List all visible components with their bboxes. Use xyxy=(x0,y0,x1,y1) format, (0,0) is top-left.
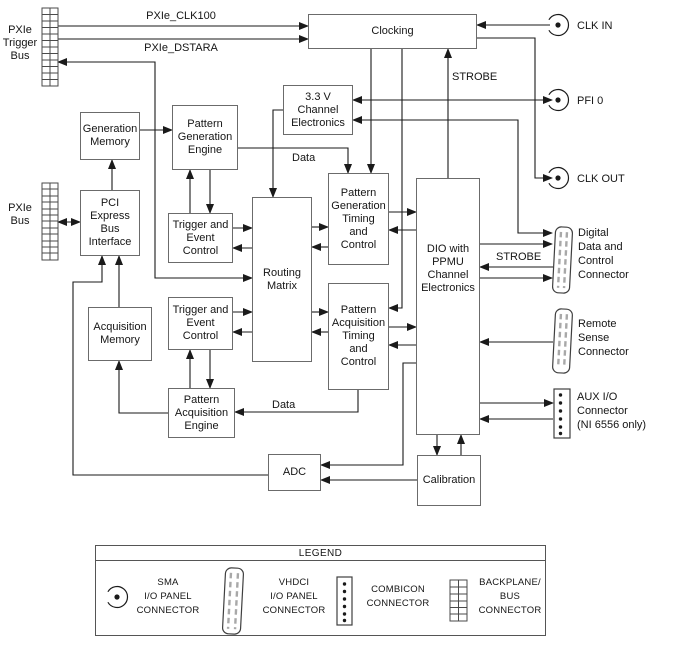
block-calibration: Calibration xyxy=(417,455,481,506)
clk-out-sma-icon xyxy=(548,166,570,190)
remote-sense-connector-label: Remote Sense Connector xyxy=(578,318,629,358)
block-acquisition-memory: Acquisition Memory xyxy=(88,307,152,361)
data-generation-label: Data xyxy=(292,152,316,164)
wire-gen-data xyxy=(238,147,352,174)
strobe-dio-label: STROBE xyxy=(496,251,542,263)
pfi-0-label: PFI 0 xyxy=(577,95,604,107)
legend-vhdci-label: VHDCI I/O PANEL CONNECTOR xyxy=(262,577,326,616)
pxie-bus-label: PXIe Bus xyxy=(8,202,32,227)
legend-sma-connector-icon xyxy=(107,585,129,609)
aux-io-connector-label: AUX I/O Connector (NI 6556 only) xyxy=(577,391,647,431)
strobe-clocking-label: STROBE xyxy=(452,71,498,83)
clk-in-sma-icon xyxy=(548,13,570,37)
signal-lines xyxy=(57,21,554,484)
block-clocking: Clocking xyxy=(308,14,477,49)
legend-backplane-label: BACKPLANE/ BUS CONNECTOR xyxy=(478,577,542,616)
block-pattern-acquisition-engine: Pattern Acquisition Engine xyxy=(168,388,235,438)
legend-title: LEGEND xyxy=(96,546,545,561)
block-trigger-event-control-acq: Trigger and Event Control xyxy=(168,297,233,350)
block-pattern-acquisition-timing: Pattern Acquisition Timing and Control xyxy=(328,283,389,390)
digital-data-vhdci-icon xyxy=(551,226,574,294)
wire-clocking-to-patc xyxy=(388,49,403,312)
wire-acq-data xyxy=(234,390,359,416)
legend-combicon-connector-icon xyxy=(336,576,353,626)
wire-dio-to-adc xyxy=(320,362,416,469)
wire-v33-ddc xyxy=(352,116,553,237)
wire-routing-to-trigger-bus xyxy=(57,58,253,282)
block-trigger-event-control-gen: Trigger and Event Control xyxy=(168,213,233,263)
digital-data-connector-label: Digital Data and Control Connector xyxy=(578,227,629,281)
wire-clk-out xyxy=(477,37,553,182)
pxie-clk100-label: PXIe_CLK100 xyxy=(146,10,216,22)
block-adc: ADC xyxy=(268,454,321,491)
block-dio-ppmu-channel-electronics: DIO with PPMU Channel Electronics xyxy=(416,178,480,435)
clk-out-label: CLK OUT xyxy=(577,173,625,185)
block-3-3v-channel-electronics: 3.3 V Channel Electronics xyxy=(283,85,353,135)
clk-in-label: CLK IN xyxy=(577,20,613,32)
legend-sma-label: SMA I/O PANEL CONNECTOR xyxy=(136,577,200,616)
block-pattern-generation-engine: Pattern Generation Engine xyxy=(172,105,238,170)
legend-vhdci-connector-icon xyxy=(221,567,245,635)
pxie-trigger-bus-label: PXIe Trigger Bus xyxy=(2,24,38,62)
remote-sense-vhdci-icon xyxy=(552,308,573,374)
wire-adc-to-pci xyxy=(72,255,268,476)
pfi0-sma-icon xyxy=(548,88,570,112)
block-pattern-generation-timing: Pattern Generation Timing and Control xyxy=(328,173,389,265)
wire-pae-to-acqmem xyxy=(115,360,168,414)
legend-backplane-connector-icon xyxy=(449,579,468,622)
wire-v33-to-rm xyxy=(269,109,283,198)
legend: LEGEND xyxy=(95,545,546,636)
pxie-bus-icon xyxy=(41,182,59,261)
block-pci-express-bus-interface: PCI Express Bus Interface xyxy=(80,190,140,256)
pxie-trigger-bus-icon xyxy=(41,7,59,87)
data-acquisition-label: Data xyxy=(272,399,296,411)
block-generation-memory: Generation Memory xyxy=(80,112,140,160)
legend-combicon-label: COMBICON CONNECTOR xyxy=(366,584,430,609)
pxie-dstara-label: PXIe_DSTARA xyxy=(144,42,218,54)
block-routing-matrix: Routing Matrix xyxy=(252,197,312,362)
aux-io-combicon-icon xyxy=(553,388,571,439)
